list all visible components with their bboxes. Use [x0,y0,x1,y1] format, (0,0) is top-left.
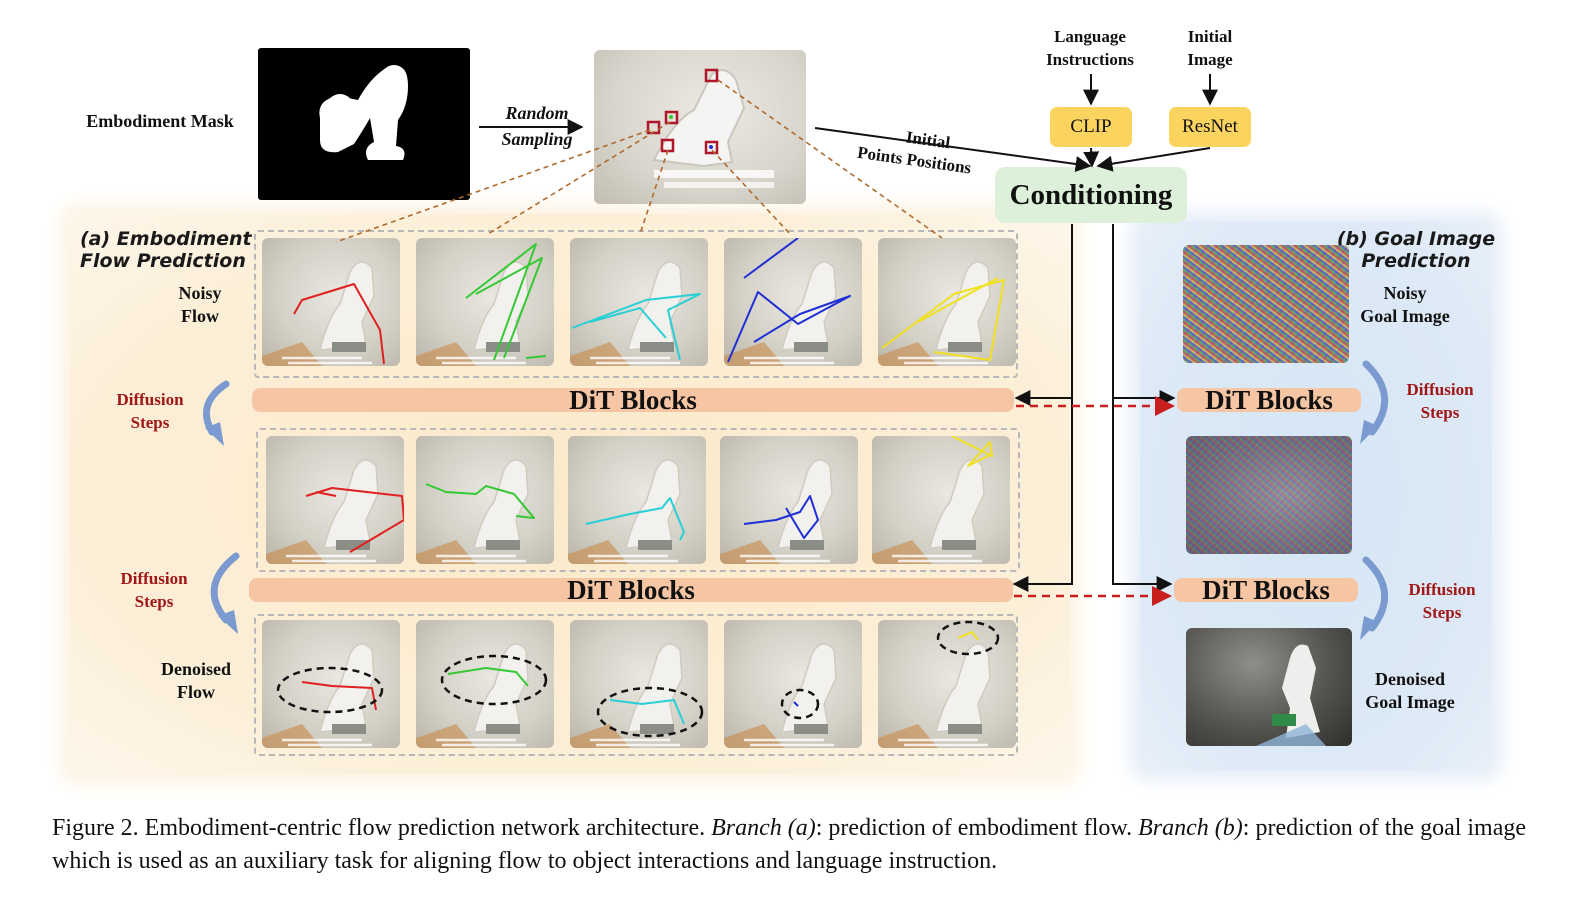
noisy-goal-image [1183,245,1349,363]
dit-blocks-b2: DiT Blocks [1174,577,1358,604]
initial-points-arrow [814,127,1092,172]
row3-thumbnail [878,620,1016,748]
branch-a-title: (a) Embodiment Flow Prediction [80,228,260,272]
diffusion-steps-a2: Diffusion Steps [104,567,204,613]
diffusion-steps-a1: Diffusion Steps [100,388,200,434]
initial-image-line1: Initial [1187,27,1233,46]
cond-to-dit-b1 [1112,224,1176,406]
caption-branch-a: Branch (a) [711,815,816,841]
embodiment-mask-image [258,48,470,200]
denoised-flow-line2: Flow [177,682,215,702]
noisy-goal-line2: Goal Image [1360,306,1450,326]
random-sampling-line1: Random [505,103,569,123]
noisy-flow-label: Noisy Flow [150,282,250,328]
row3-thumbnail [416,620,554,748]
caption-part3: : prediction of the goal image which is … [52,815,1527,874]
caption-figure-number: Figure 2. [52,815,139,841]
row2-thumbnail [416,436,554,564]
diffusion-steps-b2-line2: Steps [1422,603,1462,622]
branch-a-title-line2: Flow Prediction [80,250,246,272]
diffusion-steps-a1-line1: Diffusion [116,390,184,409]
cond-to-dit-a2 [1012,398,1073,592]
diffusion-steps-b1-line1: Diffusion [1406,380,1474,399]
random-sampling-label: Random Sampling [482,100,592,152]
denoised-goal-image [1186,628,1352,746]
diffusion-steps-a2-line2: Steps [134,592,174,611]
row2-thumbnail [872,436,1010,564]
row1-thumbnail [570,238,708,366]
branch-b-title-line1: (b) Goal Image [1336,228,1496,250]
denoised-goal-line1: Denoised [1374,669,1445,689]
row3-thumbnail [724,620,862,748]
caption-branch-b: Branch (b) [1138,815,1243,841]
dit-blocks-a2: DiT Blocks [249,577,1013,604]
row1-thumbnail [878,238,1016,366]
denoised-goal-line2: Goal Image [1365,692,1455,712]
noisy-flow-line1: Noisy [178,283,222,303]
language-instructions-label: Language Instructions [1030,25,1150,71]
noisy-flow-line2: Flow [181,306,219,326]
row2-thumbnail [720,436,858,564]
language-line1: Language [1054,27,1126,46]
sampled-points-image [594,50,806,204]
intermediate-goal-image [1186,436,1352,554]
diffusion-steps-a2-line1: Diffusion [120,569,188,588]
denoised-flow-line1: Denoised [160,659,231,679]
diffusion-steps-b2: Diffusion Steps [1392,578,1492,624]
initial-image-line2: Image [1187,50,1233,69]
random-sampling-line2: Sampling [501,129,573,149]
caption-part1: Embodiment-centric flow prediction netwo… [138,815,712,841]
embodiment-mask-label: Embodiment Mask [86,111,234,131]
row2-thumbnail [266,436,404,564]
row3-thumbnail [262,620,400,748]
branch-b-title: (b) Goal Image Prediction [1336,228,1496,272]
denoised-flow-label: Denoised Flow [146,658,246,704]
initial-image-label: Initial Image [1160,25,1260,71]
branch-a-title-line1: (a) Embodiment [80,228,252,250]
figure-caption: Figure 2. Embodiment-centric flow predic… [52,812,1542,878]
noisy-flow-row [254,230,1018,378]
cond-to-dit-a1 [1014,224,1073,406]
diffusion-steps-b1-line2: Steps [1420,403,1460,422]
clip-encoder-box: CLIP [1050,107,1132,147]
noisy-goal-line1: Noisy [1383,283,1427,303]
row2-thumbnail [568,436,706,564]
dit-blocks-a1: DiT Blocks [252,387,1014,414]
diffusion-curve-heads [205,420,1378,640]
conditioning-box: Conditioning [995,167,1187,223]
resnet-to-conditioning-arrow [1096,147,1211,172]
dit-blocks-b1: DiT Blocks [1177,387,1361,414]
diffusion-steps-b1: Diffusion Steps [1390,378,1490,424]
row1-thumbnail [416,238,554,366]
branch-b-title-line2: Prediction [1361,250,1471,272]
caption-part2: : prediction of embodiment flow. [815,815,1139,841]
noisy-goal-label: Noisy Goal Image [1350,282,1460,328]
clip-to-conditioning-arrow [1083,147,1100,168]
denoised-goal-label: Denoised Goal Image [1354,668,1466,714]
denoised-flow-row [254,614,1018,756]
row3-thumbnail [570,620,708,748]
point-to-thumb-lines [335,79,943,243]
row1-thumbnail [262,238,400,366]
language-line2: Instructions [1046,50,1134,69]
diffusion-curve-arrows [202,360,1388,632]
diffusion-steps-a1-line2: Steps [130,413,170,432]
intermediate-flow-row [256,428,1020,572]
resnet-encoder-box: ResNet [1169,107,1251,147]
diffusion-steps-b2-line1: Diffusion [1408,580,1476,599]
row1-thumbnail [724,238,862,366]
cond-to-dit-b2 [1112,398,1173,592]
